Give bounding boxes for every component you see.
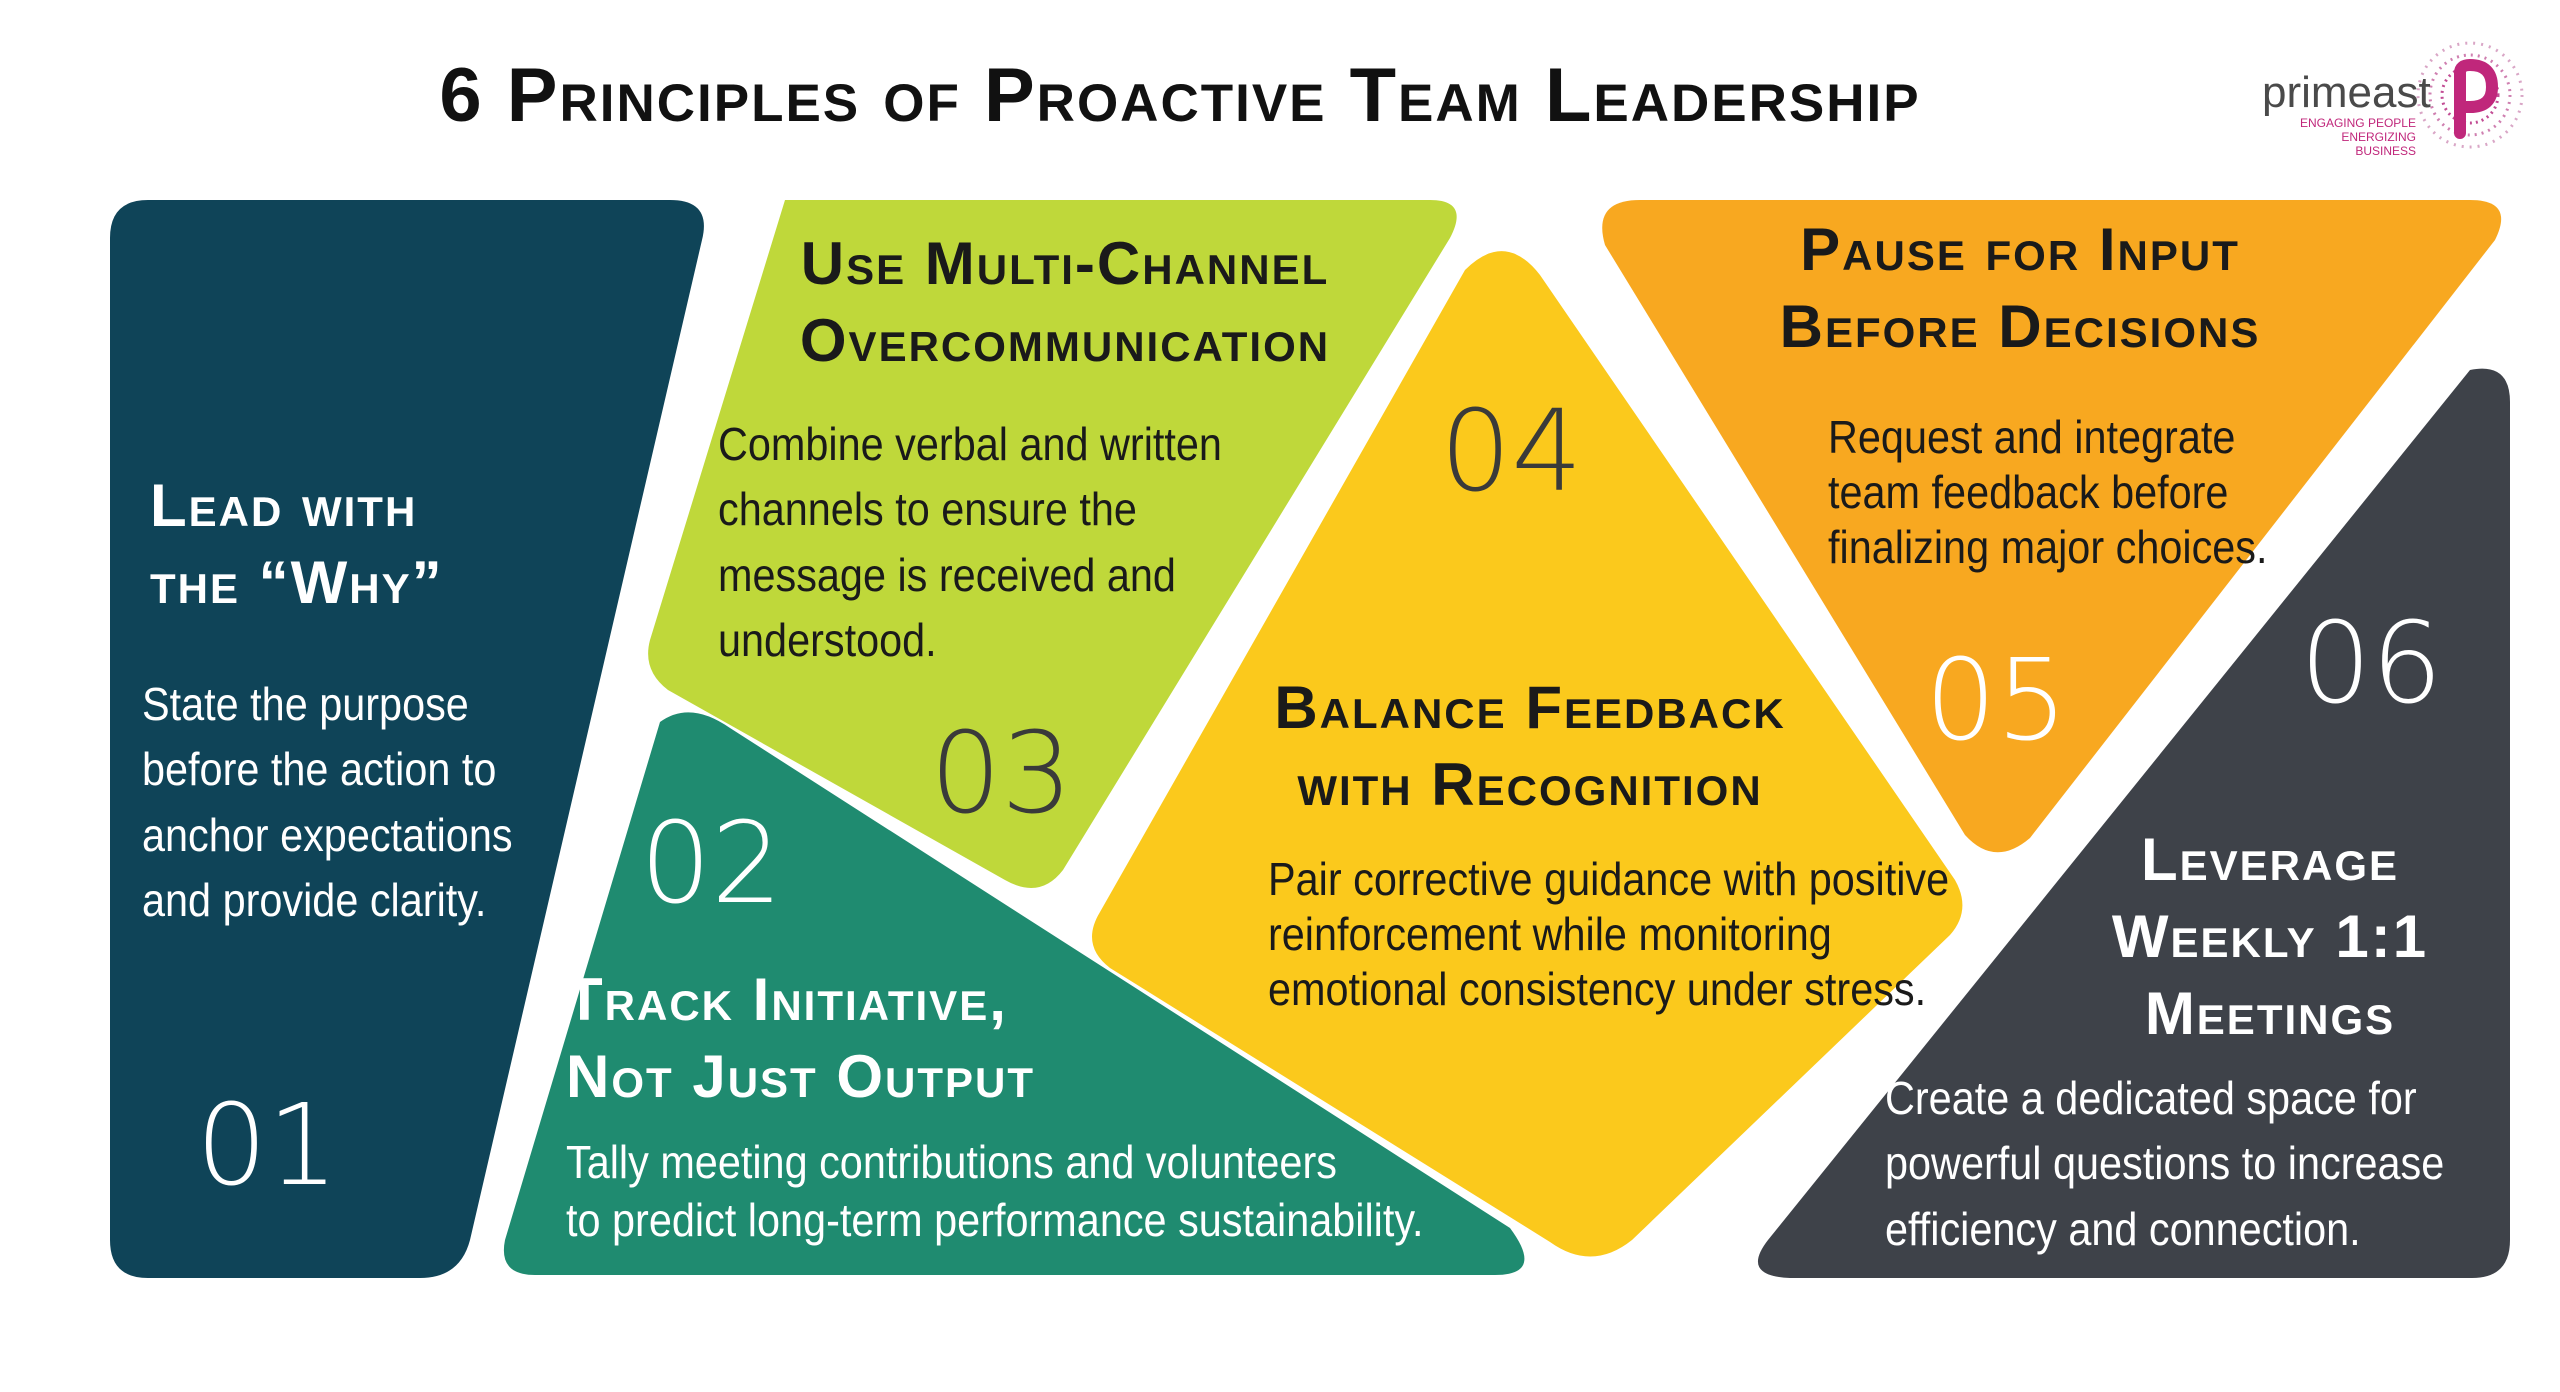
principle-5-title: Pause for Input Before Decisions — [1700, 212, 2340, 366]
description-line: to predict long-term performance sustain… — [566, 1193, 1424, 1246]
principle-3-shape — [648, 200, 1457, 888]
description-line: reinforcement while monitoring — [1268, 908, 1832, 961]
principle-2-shape — [503, 712, 1525, 1275]
description-line: Pair corrective guidance with positive — [1268, 853, 1950, 905]
principle-6-number: 06 — [2300, 599, 2443, 729]
description-line: team feedback before — [1828, 466, 2229, 519]
description-line: anchor expectations — [142, 808, 513, 861]
principle-6-title: Leverage Weekly 1:1 Meetings — [2080, 822, 2460, 1052]
principle-1-description: State the purpose before the action to a… — [142, 672, 513, 933]
principle-1-title-line: the “Why” — [150, 548, 444, 616]
principle-6-title-line: Meetings — [2144, 979, 2396, 1047]
principle-6-title-line: Leverage — [2140, 826, 2400, 893]
principle-4-title: Balance Feedback with Recognition — [1205, 670, 1855, 824]
description-line: powerful questions to increase — [1885, 1137, 2445, 1190]
description-line: Combine verbal and written — [718, 418, 1222, 470]
principle-3-description: Combine verbal and written channels to e… — [718, 412, 1222, 673]
principle-4-title-line: Balance Feedback — [1274, 674, 1786, 741]
logo-tagline-line-2: ENERGIZING BUSINESS — [2341, 130, 2416, 158]
page-title: 6 Principles of Proactive Team Leadershi… — [439, 53, 1921, 138]
principle-4-title-line: with Recognition — [1297, 750, 1763, 818]
principle-2-number: 02 — [640, 799, 783, 929]
principle-5-shape — [1602, 200, 2502, 853]
description-line: efficiency and connection. — [1885, 1202, 2361, 1255]
principle-1-title: Lead with the “Why” — [150, 468, 444, 622]
description-line: emotional consistency under stress. — [1268, 963, 1927, 1016]
principle-2-description: Tally meeting contributions and voluntee… — [566, 1134, 1424, 1249]
principle-4-number: 04 — [1440, 387, 1583, 517]
principle-4-shape — [1092, 251, 1963, 1257]
description-line: State the purpose — [142, 678, 469, 730]
description-line: message is received and — [718, 548, 1176, 601]
principle-5-title-line: Pause for Input — [1800, 216, 2240, 283]
description-line: and provide clarity. — [142, 873, 487, 926]
description-line: Request and integrate — [1828, 411, 2236, 463]
principle-4-description: Pair corrective guidance with positive r… — [1268, 852, 1949, 1018]
logo-wordmark: primeast — [2262, 68, 2431, 117]
principle-1-title-line: Lead with — [150, 472, 418, 539]
principle-1-number: 01 — [196, 1081, 339, 1211]
description-line: understood. — [718, 613, 937, 666]
description-line: Tally meeting contributions and voluntee… — [566, 1136, 1337, 1188]
principle-5-title-line: Before Decisions — [1779, 292, 2261, 360]
principle-5-number: 05 — [1925, 636, 2068, 766]
logo-tagline-line-1: ENGAGING PEOPLE — [2299, 116, 2416, 130]
principle-2-title-line: Track Initiative, — [566, 966, 1008, 1033]
principle-2-title-line: Not Just Output — [566, 1042, 1036, 1110]
description-line: Create a dedicated space for — [1885, 1072, 2417, 1124]
principle-3-title-line: Overcommunication — [799, 306, 1331, 374]
logo-tagline: ENGAGING PEOPLE ENERGIZING BUSINESS — [2282, 116, 2416, 158]
principle-2-title: Track Initiative, Not Just Output — [566, 962, 1035, 1116]
principle-3-number: 03 — [930, 709, 1073, 839]
description-line: channels to ensure the — [718, 483, 1137, 536]
stylized-p-dot-pattern-icon — [2416, 41, 2524, 149]
description-line: before the action to — [142, 743, 497, 796]
principle-6-description: Create a dedicated space for powerful qu… — [1885, 1066, 2444, 1262]
description-line: finalizing major choices. — [1828, 521, 2268, 574]
principle-3-title: Use Multi-Channel Overcommunication — [745, 226, 1385, 380]
principle-1-shape — [110, 200, 704, 1278]
principle-5-description: Request and integrate team feedback befo… — [1828, 410, 2267, 576]
principle-3-title-line: Use Multi-Channel — [800, 230, 1330, 297]
principle-6-title-line: Weekly 1:1 — [2111, 902, 2429, 970]
principle-6-shape — [1757, 368, 2510, 1279]
